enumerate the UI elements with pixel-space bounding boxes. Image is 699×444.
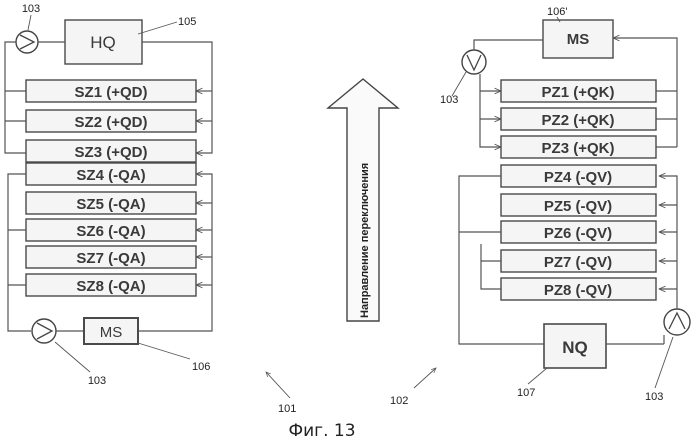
zone-pz5-label: PZ5 (-QV) bbox=[544, 198, 612, 215]
zone-pz1-label: PZ1 (+QK) bbox=[542, 84, 615, 101]
figure-caption: Фиг. 13 bbox=[288, 421, 355, 441]
ref-ms-left: 106 bbox=[192, 361, 210, 373]
zone-sz5-label: SZ5 (-QA) bbox=[76, 196, 145, 213]
ref-nq: 107 bbox=[517, 387, 535, 399]
zone-sz3-label: SZ3 (+QD) bbox=[75, 144, 148, 161]
zone-pz6-label: PZ6 (-QV) bbox=[544, 225, 612, 242]
nq-label: NQ bbox=[562, 338, 588, 357]
ref-system-102: 102 bbox=[390, 395, 408, 407]
zone-pz7-label: PZ7 (-QV) bbox=[544, 254, 612, 271]
ms-right-label: MS bbox=[567, 31, 590, 48]
zone-pz2-label: PZ2 (+QK) bbox=[542, 112, 615, 129]
right-top-pump-icon bbox=[462, 50, 486, 74]
left-system: HQ SZ1 (+QD) SZ2 (+QD) SZ3 (+QD) SZ4 (-Q… bbox=[5, 3, 296, 415]
zone-pz4-label: PZ4 (-QV) bbox=[544, 169, 612, 186]
zone-sz2-label: SZ2 (+QD) bbox=[75, 114, 148, 131]
zone-sz4-label: SZ4 (-QA) bbox=[76, 167, 145, 184]
right-system: MS 106' 103 PZ1 (+QK) PZ2 (+QK) PZ3 (+QK… bbox=[390, 6, 690, 407]
zone-sz6-label: SZ6 (-QA) bbox=[76, 223, 145, 240]
ref-system-101: 101 bbox=[278, 403, 296, 415]
zone-pz8-label: PZ8 (-QV) bbox=[544, 282, 612, 299]
zone-sz7-label: SZ7 (-QA) bbox=[76, 250, 145, 267]
ref-ms-right: 106' bbox=[547, 6, 567, 18]
zone-sz1-label: SZ1 (+QD) bbox=[75, 84, 148, 101]
switch-arrow-label: Направление переключения bbox=[359, 163, 371, 318]
switching-direction-arrow: Направление переключения bbox=[328, 79, 398, 321]
zone-sz8-label: SZ8 (-QA) bbox=[76, 278, 145, 295]
ms-left-label: MS bbox=[100, 324, 123, 341]
left-top-pump-icon bbox=[16, 31, 38, 53]
right-bottom-pump-icon bbox=[664, 309, 690, 335]
zone-pz3-label: PZ3 (+QK) bbox=[542, 140, 615, 157]
ref-left-top-pump: 103 bbox=[22, 3, 40, 15]
ref-right-bottom-pump: 103 bbox=[645, 391, 663, 403]
hq-label: HQ bbox=[90, 33, 116, 52]
left-bottom-pump-icon bbox=[32, 319, 56, 343]
ref-left-bottom-pump: 103 bbox=[88, 375, 106, 387]
ref-right-top-pump: 103 bbox=[440, 94, 458, 106]
ref-hq: 105 bbox=[178, 16, 196, 28]
